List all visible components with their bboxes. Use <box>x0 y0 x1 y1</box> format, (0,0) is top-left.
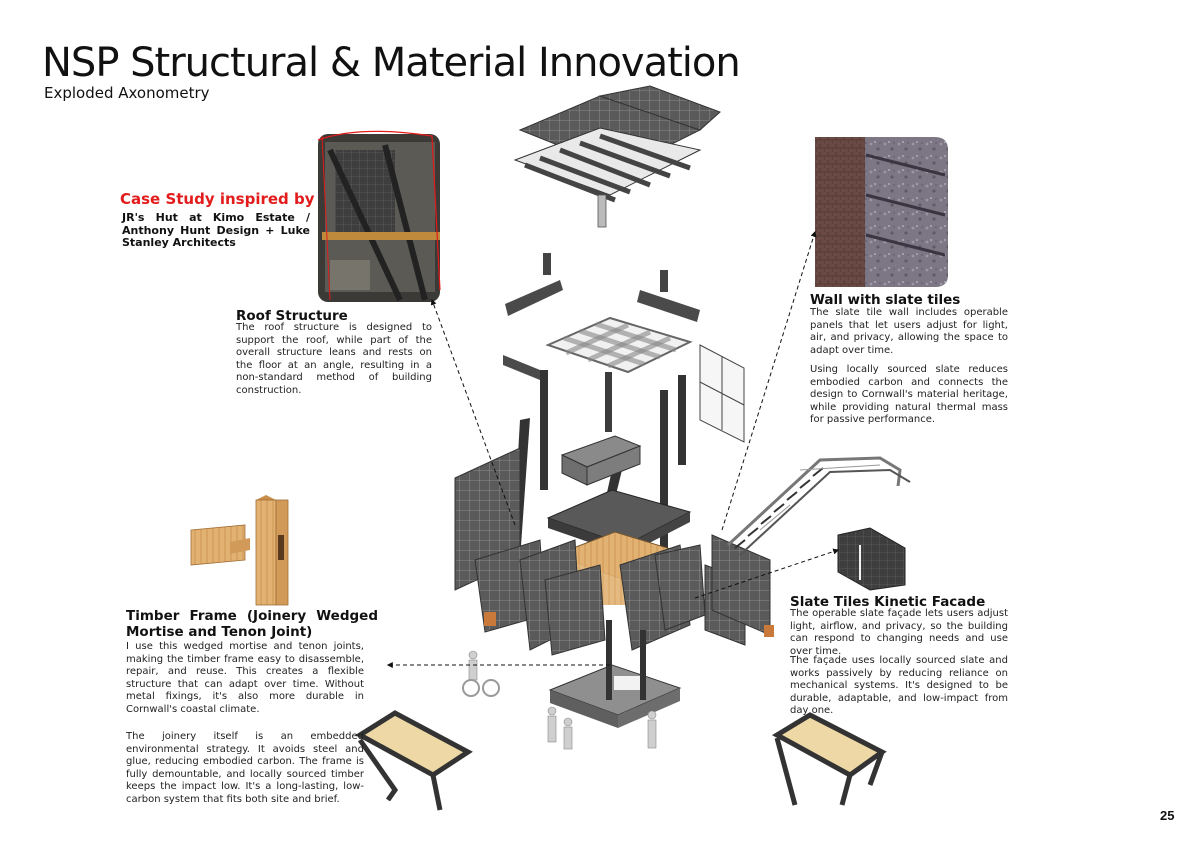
wall-slate-heading: Wall with slate tiles <box>810 292 961 308</box>
canopy-left <box>355 710 473 811</box>
rafter-left <box>505 280 563 316</box>
beam-block-left <box>543 253 551 275</box>
beam-block-right <box>660 270 668 292</box>
page-number: 25 <box>1160 808 1175 823</box>
dashed-leader-arrow <box>386 230 840 668</box>
wall-detail-image <box>815 137 948 287</box>
kinetic-facade-louvres <box>474 534 774 656</box>
roof-panel <box>513 85 721 228</box>
glass-panel <box>699 344 745 443</box>
base-platform <box>548 620 682 728</box>
facade-detail <box>837 527 906 591</box>
roof-grid-frame <box>545 316 693 432</box>
wall-slate-body-1: The slate tile wall includes operable pa… <box>810 307 1008 356</box>
staircase <box>726 456 911 556</box>
roof-structure-heading: Roof Structure <box>236 308 348 324</box>
roof-structure-body: The roof structure is designed to suppor… <box>236 322 432 396</box>
case-study-heading: Case Study inspired by <box>120 190 315 208</box>
page-subtitle: Exploded Axonometry <box>44 84 210 102</box>
timber-frame-heading: Timber Frame (Joinery Wedged Mortise and… <box>126 608 378 640</box>
case-study-body: JR's Hut at Kimo Estate / Anthony Hunt D… <box>122 211 310 249</box>
wall-slate-body-2: Using locally sourced slate reduces embo… <box>810 364 1008 426</box>
kinetic-facade-heading: Slate Tiles Kinetic Facade <box>790 594 986 610</box>
person-figure <box>462 650 657 750</box>
canopy-right <box>771 712 887 806</box>
rafter-right <box>637 290 700 322</box>
kinetic-facade-body-1: The operable slate façade lets users adj… <box>790 608 1008 657</box>
case-study-photo <box>317 130 441 302</box>
timber-frame-body-2: The joinery itself is an embedded enviro… <box>126 731 364 805</box>
kinetic-facade-body-2: The façade uses locally sourced slate an… <box>790 655 1008 717</box>
timber-joint-detail <box>190 495 289 606</box>
page-title: NSP Structural & Material Innovation <box>42 40 741 86</box>
timber-frame-body-1: I use this wedged mortise and tenon join… <box>126 641 364 715</box>
